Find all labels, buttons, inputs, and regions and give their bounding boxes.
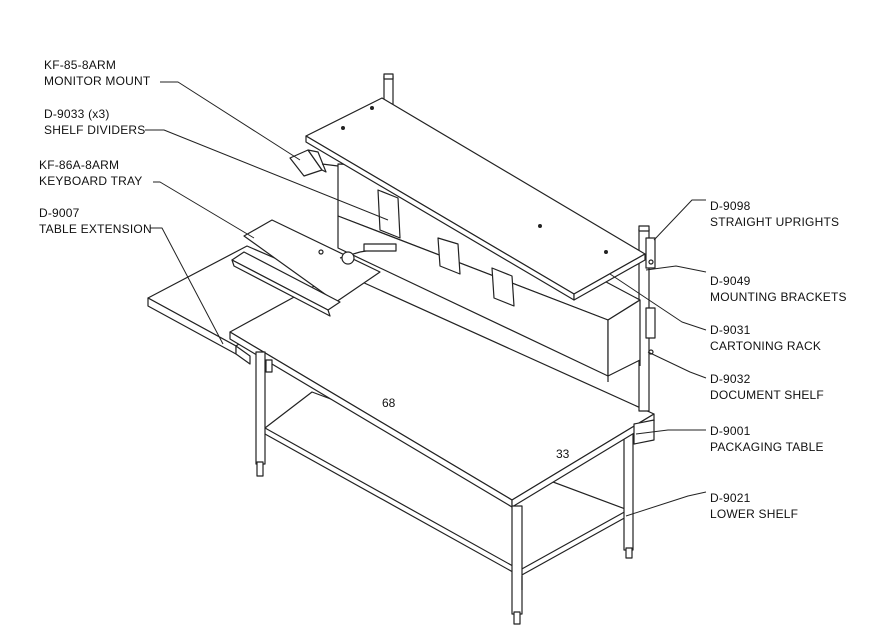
callout-lower-shelf: D-9021 LOWER SHELF	[710, 490, 798, 522]
callout-part-number: D-9049	[710, 274, 751, 288]
callout-cartoning-rack: D-9031 CARTONING RACK	[710, 322, 821, 354]
callout-description: MOUNTING BRACKETS	[710, 290, 847, 304]
leader-lines	[145, 81, 707, 517]
callout-monitor-mount: KF-85-8ARM MONITOR MOUNT	[44, 57, 150, 89]
callout-part-number: D-9031	[710, 323, 751, 337]
callout-description: PACKAGING TABLE	[710, 440, 824, 454]
callout-description: MONITOR MOUNT	[44, 74, 151, 88]
callout-part-number: D-9021	[710, 491, 751, 505]
dimension-length: 68	[382, 396, 396, 410]
callout-description: DOCUMENT SHELF	[710, 388, 824, 402]
callout-description: CARTONING RACK	[710, 339, 822, 353]
callout-description: SHELF DIVIDERS	[44, 123, 146, 137]
callout-description: LOWER SHELF	[710, 507, 799, 521]
callout-description: KEYBOARD TRAY	[39, 174, 143, 188]
mounting-brackets	[645, 237, 656, 355]
dimension-depth: 33	[556, 447, 570, 461]
callout-part-number: D-9001	[710, 424, 751, 438]
lower-shelf	[264, 391, 629, 577]
callout-packaging-table: D-9001 PACKAGING TABLE	[710, 423, 824, 455]
callout-straight-uprights: D-9098 STRAIGHT UPRIGHTS	[710, 198, 839, 230]
callout-table-extension: D-9007 TABLE EXTENSION	[39, 205, 152, 237]
document-shelf	[305, 97, 646, 301]
table-top	[229, 271, 655, 508]
front-legs	[255, 351, 523, 625]
callout-part-number: KF-86A-8ARM	[39, 158, 120, 172]
callout-shelf-dividers: D-9033 (x3) SHELF DIVIDERS	[44, 106, 146, 138]
callout-document-shelf: D-9032 DOCUMENT SHELF	[710, 371, 824, 403]
keyboard-tray	[231, 219, 397, 317]
callout-part-number: KF-85-8ARM	[44, 58, 117, 72]
callout-part-number: D-9032	[710, 372, 751, 386]
callout-description: STRAIGHT UPRIGHTS	[710, 215, 840, 229]
callout-part-number: D-9007	[39, 206, 80, 220]
shelf-dividers	[377, 189, 515, 307]
callout-description: TABLE EXTENSION	[39, 222, 152, 236]
monitor-mount	[289, 149, 339, 177]
callout-mounting-brackets: D-9049 MOUNTING BRACKETS	[710, 273, 847, 305]
callout-part-number: D-9033 (x3)	[44, 107, 110, 121]
callout-keyboard-tray: KF-86A-8ARM KEYBOARD TRAY	[39, 157, 143, 189]
callout-part-number: D-9098	[710, 199, 751, 213]
